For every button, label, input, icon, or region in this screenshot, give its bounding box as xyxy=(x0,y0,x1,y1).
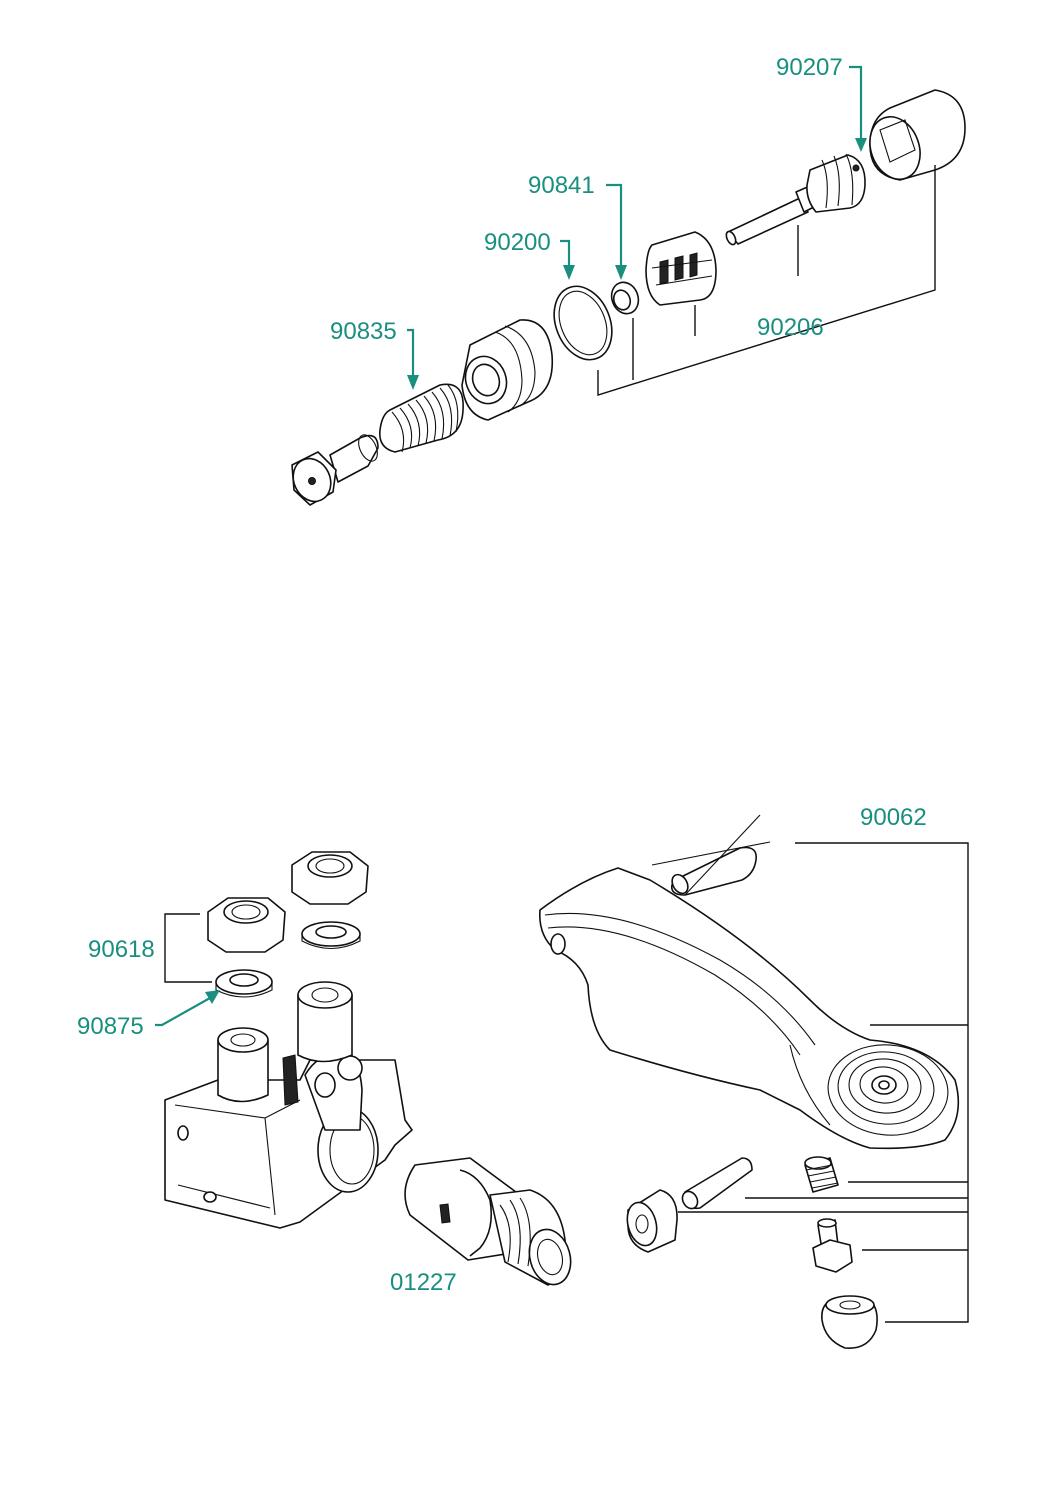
washer-right xyxy=(301,921,361,950)
label-90200: 90200 xyxy=(484,229,551,256)
set-screw xyxy=(812,1218,853,1273)
spindle xyxy=(725,153,866,246)
top-cartridge-assembly xyxy=(291,65,966,506)
leader-arrows-top xyxy=(407,65,867,390)
valve-body-assembly xyxy=(155,851,572,1286)
label-90618: 90618 xyxy=(88,936,155,963)
handle-assembly xyxy=(538,814,969,1349)
bracket-90618 xyxy=(164,913,212,983)
hex-nut-left xyxy=(207,897,286,953)
bushing xyxy=(626,1189,678,1253)
end-bolt xyxy=(291,434,379,506)
label-90875: 90875 xyxy=(77,1013,144,1040)
cartridge-01227 xyxy=(404,1157,572,1286)
part-labels: 90207 90841 90200 90835 90206 90062 9061… xyxy=(77,54,927,1296)
spring-small xyxy=(804,1156,839,1193)
valve-body xyxy=(164,981,413,1229)
label-90207: 90207 xyxy=(776,54,843,81)
castellated-insert xyxy=(645,231,717,306)
sleeve-small xyxy=(681,1157,753,1210)
label-90835: 90835 xyxy=(330,318,397,345)
cap-sleeve xyxy=(869,89,966,181)
pin xyxy=(651,814,771,896)
washer-90875 xyxy=(215,969,273,998)
cap-nut xyxy=(821,1295,878,1349)
hex-nut-right xyxy=(291,851,369,905)
label-01227: 01227 xyxy=(390,1269,457,1296)
label-90206: 90206 xyxy=(757,314,824,341)
o-ring-90200 xyxy=(553,285,613,361)
bracket-90206 xyxy=(597,165,936,396)
washer-90841 xyxy=(610,281,640,315)
cartridge-body xyxy=(461,319,554,421)
handle-lever xyxy=(538,867,960,1150)
spring-90835 xyxy=(378,383,464,453)
label-90062: 90062 xyxy=(860,804,927,831)
label-90841: 90841 xyxy=(528,172,595,199)
bracket-90062 xyxy=(678,842,969,1323)
leader-arrow-90875 xyxy=(155,990,220,1027)
